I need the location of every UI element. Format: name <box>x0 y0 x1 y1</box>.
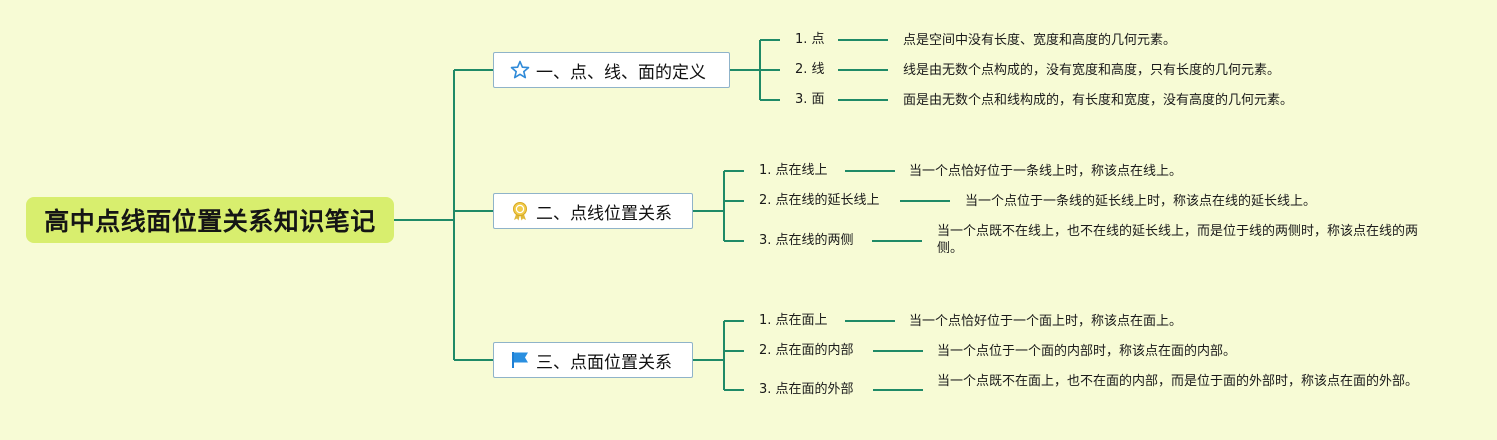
branch-point-plane[interactable]: 三、点面位置关系 <box>493 342 693 378</box>
desc-point-outside-plane: 当一个点既不在面上，也不在面的内部，而是位于面的外部时，称该点在面的外部。 <box>937 374 1419 389</box>
desc-point-on-plane: 当一个点恰好位于一个面上时，称该点在面上。 <box>909 314 1183 329</box>
leaf-point-on-plane[interactable]: 1. 点在面上 <box>759 313 828 328</box>
leaf-line[interactable]: 2. 线 <box>795 62 825 77</box>
leaf-plane[interactable]: 3. 面 <box>795 92 825 107</box>
leaf-point-on-extension[interactable]: 2. 点在线的延长线上 <box>759 193 880 208</box>
desc-plane: 面是由无数个点和线构成的，有长度和宽度，没有高度的几何元素。 <box>903 93 1294 108</box>
star-icon <box>510 60 530 80</box>
branch-point-line[interactable]: 二、点线位置关系 <box>493 193 693 229</box>
leaf-point-outside-plane[interactable]: 3. 点在面的外部 <box>759 382 854 397</box>
branch-label: 二、点线位置关系 <box>536 203 672 224</box>
branch-label: 三、点面位置关系 <box>536 352 672 373</box>
desc-point-inside-plane: 当一个点位于一个面的内部时，称该点在面的内部。 <box>937 344 1237 359</box>
desc-line: 线是由无数个点构成的，没有宽度和高度，只有长度的几何元素。 <box>903 63 1281 78</box>
leaf-point-beside-line[interactable]: 3. 点在线的两侧 <box>759 233 854 248</box>
flag-icon <box>510 350 530 370</box>
root-title: 高中点线面位置关系知识笔记 <box>44 207 376 236</box>
branch-definitions[interactable]: 一、点、线、面的定义 <box>493 52 730 88</box>
desc-point-on-line: 当一个点恰好位于一条线上时，称该点在线上。 <box>909 164 1183 179</box>
leaf-point-inside-plane[interactable]: 2. 点在面的内部 <box>759 343 854 358</box>
desc-point-on-extension: 当一个点位于一条线的延长线上时，称该点在线的延长线上。 <box>965 194 1317 209</box>
desc-point-beside-line: 当一个点既不在线上，也不在线的延长线上，而是位于线的两侧时，称该点在线的两侧。 <box>937 224 1419 256</box>
award-ribbon-icon <box>510 201 530 221</box>
desc-point: 点是空间中没有长度、宽度和高度的几何元素。 <box>903 33 1177 48</box>
leaf-point[interactable]: 1. 点 <box>795 32 825 47</box>
branch-label: 一、点、线、面的定义 <box>536 62 706 83</box>
root-topic[interactable]: 高中点线面位置关系知识笔记 <box>26 197 394 243</box>
leaf-point-on-line[interactable]: 1. 点在线上 <box>759 163 828 178</box>
